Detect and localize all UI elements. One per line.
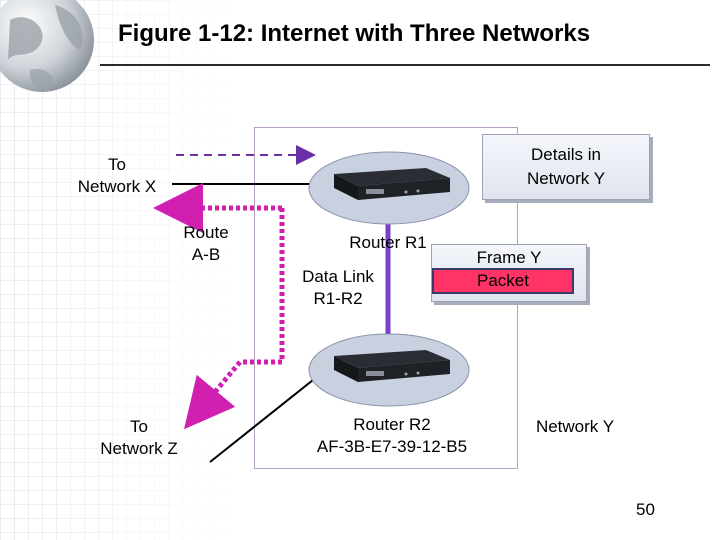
packet-box: Packet (432, 268, 574, 294)
link-to-network-z (209, 375, 319, 463)
details-line2: Network Y (526, 169, 606, 188)
frame-y-label: Frame Y (476, 248, 542, 267)
label-to-network-x-line2: Network X (77, 177, 157, 196)
label-network-y: Network Y (535, 417, 615, 436)
label-to-network-z-line1: To (130, 417, 148, 436)
page-number: 50 (636, 500, 655, 519)
label-to-network-x-line1: To (108, 155, 126, 174)
label-router-r1: Router R1 (349, 233, 427, 252)
label-to-network-z: To Network Z (84, 416, 194, 460)
label-router-r2: Router R2 AF-3B-E7-39-12-B5 (292, 414, 492, 458)
router-r2-icon[interactable] (306, 330, 472, 410)
label-router-r2-name: Router R2 (353, 415, 431, 434)
page-title: Figure 1-12: Internet with Three Network… (118, 20, 591, 47)
label-route-ab-line2: A-B (191, 245, 221, 264)
router-r1-icon[interactable] (306, 148, 472, 228)
label-data-link-line2: R1-R2 (313, 289, 363, 308)
globe-icon (0, 0, 94, 92)
label-data-link: Data Link R1-R2 (296, 266, 380, 310)
label-to-network-x: To Network X (62, 154, 172, 198)
label-data-link-line1: Data Link (302, 267, 374, 286)
label-route-ab: Route A-B (168, 222, 244, 266)
label-to-network-z-line2: Network Z (100, 439, 178, 458)
details-line1: Details in (531, 145, 601, 164)
label-router-r2-address: AF-3B-E7-39-12-B5 (316, 437, 468, 456)
label-route-ab-line1: Route (183, 223, 229, 242)
details-callout: Details in Network Y (482, 134, 650, 200)
title-divider (100, 64, 710, 66)
route-ab-path-down (183, 208, 285, 430)
